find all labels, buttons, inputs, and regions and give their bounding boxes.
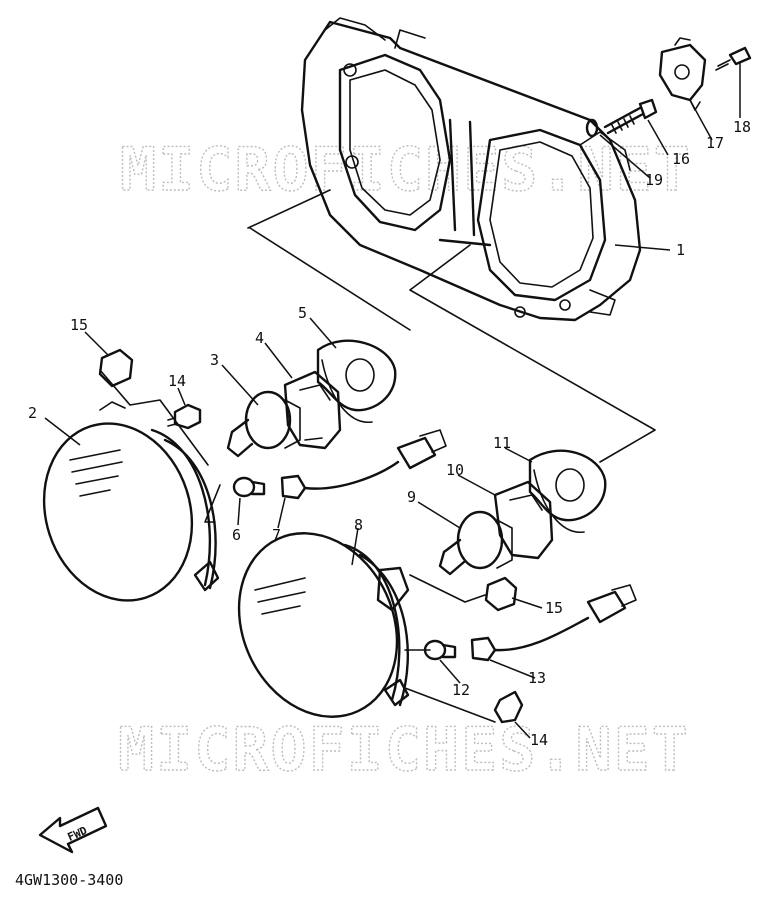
right-headlight-lens-part bbox=[237, 532, 410, 718]
bolt-part bbox=[603, 98, 658, 135]
rubber-cover-part-11 bbox=[528, 449, 607, 533]
part-number-3: 3 bbox=[210, 351, 219, 369]
bulb-holder-part-10 bbox=[493, 480, 554, 560]
small-bulb-part-6 bbox=[232, 476, 266, 498]
headlight-bracket-part bbox=[300, 17, 642, 322]
part-number-12: 12 bbox=[452, 681, 470, 699]
part-number-16: 16 bbox=[672, 150, 690, 168]
socket-bulb-part-14-bottom bbox=[493, 690, 524, 724]
socket-wire-part-13 bbox=[470, 584, 637, 662]
socket-part-15-left bbox=[98, 348, 134, 388]
part-number-9: 9 bbox=[407, 488, 416, 506]
part-number-15-top: 15 bbox=[70, 316, 88, 334]
drawing-code: 4GW1300-3400 bbox=[15, 871, 123, 889]
bulb-part-9 bbox=[438, 510, 513, 576]
part-number-6: 6 bbox=[232, 526, 241, 544]
part-number-18: 18 bbox=[733, 118, 751, 136]
part-number-5: 5 bbox=[298, 304, 307, 322]
part-number-15-right: 15 bbox=[545, 599, 563, 617]
washer-part bbox=[585, 118, 599, 138]
part-number-17: 17 bbox=[706, 134, 724, 152]
part-number-10: 10 bbox=[446, 461, 464, 479]
leader-lines bbox=[44, 62, 741, 739]
part-number-2: 2 bbox=[28, 404, 37, 422]
part-number-13: 13 bbox=[528, 669, 546, 687]
watermark-bottom: MICROFICHES.NET bbox=[118, 715, 690, 785]
left-headlight-lens-part bbox=[42, 401, 220, 602]
assembly-lines bbox=[247, 189, 656, 463]
bulb-part-3 bbox=[226, 390, 301, 458]
bulb-holder-part-4 bbox=[283, 370, 342, 450]
part-number-14-top: 14 bbox=[168, 372, 186, 390]
forward-label: FWD bbox=[66, 824, 90, 844]
socket-wire-part-7 bbox=[280, 429, 447, 500]
screw-part bbox=[715, 46, 752, 71]
part-number-19: 19 bbox=[645, 171, 663, 189]
watermark-top: MICROFICHES.NET bbox=[120, 135, 692, 205]
assembly-lines-right bbox=[404, 574, 496, 723]
socket-part-15-right bbox=[484, 576, 518, 612]
part-number-11: 11 bbox=[493, 434, 511, 452]
part-number-8: 8 bbox=[354, 516, 363, 534]
part-number-7: 7 bbox=[272, 526, 281, 544]
rubber-cover-part-5 bbox=[316, 339, 397, 423]
assembly-lines-left bbox=[99, 369, 221, 523]
part-number-1: 1 bbox=[676, 241, 685, 259]
part-number-14-bottom: 14 bbox=[530, 731, 548, 749]
forward-arrow-icon: FWD bbox=[38, 806, 108, 854]
part-number-4: 4 bbox=[255, 329, 264, 347]
clamp-part bbox=[658, 37, 707, 111]
